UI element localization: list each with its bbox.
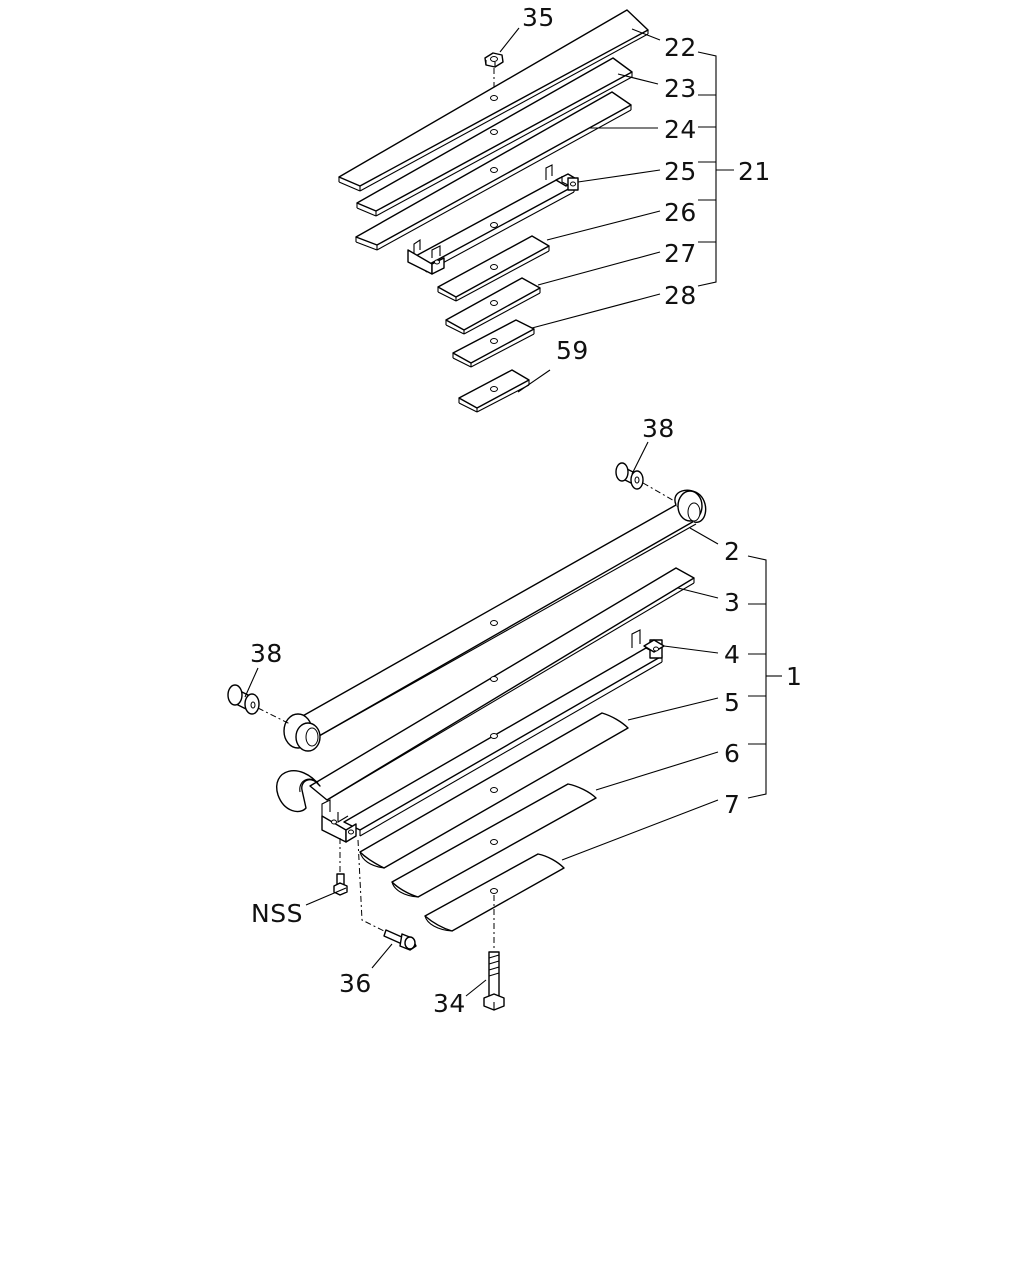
leaf-22 (338, 9, 649, 192)
leaf-3 (275, 567, 695, 813)
callout-59: 59 (556, 336, 589, 365)
callout-21: 21 (738, 157, 771, 186)
callout-24: 24 (664, 115, 697, 144)
callout-23: 23 (664, 74, 697, 103)
leaf-6 (391, 783, 597, 898)
upper-leader-lines (499, 27, 734, 393)
callout-6: 6 (724, 739, 740, 768)
bushing-38-left (227, 684, 260, 715)
leaf-25-with-clips (407, 164, 579, 275)
callout-28: 28 (664, 281, 697, 310)
leaf-26 (437, 235, 550, 302)
callout-nss: NSS (251, 899, 303, 928)
callout-22: 22 (664, 33, 697, 62)
leaf-24 (355, 91, 632, 251)
nut-35 (484, 52, 504, 68)
lower-leader-lines (244, 441, 782, 997)
bushing-top-axis (642, 482, 677, 503)
leaf-23 (356, 57, 633, 217)
clip-bolt-36 (383, 929, 417, 951)
callout-7: 7 (724, 790, 740, 819)
callout-5: 5 (724, 688, 740, 717)
callout-35: 35 (522, 3, 555, 32)
callout-3: 3 (724, 588, 740, 617)
bushing-left-axis (257, 707, 291, 725)
leaf-4-with-clips (321, 629, 665, 843)
clip-bolt-axis (357, 839, 387, 933)
leaf-7 (424, 853, 565, 932)
callout-2: 2 (724, 537, 740, 566)
callout-38-left: 38 (250, 639, 283, 668)
callout-1: 1 (786, 662, 802, 691)
spacer-59 (458, 369, 530, 413)
callout-38-top: 38 (642, 414, 675, 443)
leaf-5 (359, 712, 629, 869)
callout-25: 25 (664, 157, 697, 186)
leaf-27 (445, 277, 541, 335)
callout-4: 4 (724, 640, 740, 669)
center-bolt-34 (483, 951, 505, 1011)
callout-36: 36 (339, 969, 372, 998)
callout-34: 34 (433, 989, 466, 1018)
callout-26: 26 (664, 198, 697, 227)
leaf-2-main (283, 489, 707, 752)
bushing-38-top (615, 462, 644, 490)
leaf-28 (452, 319, 535, 368)
callout-27: 27 (664, 239, 697, 268)
